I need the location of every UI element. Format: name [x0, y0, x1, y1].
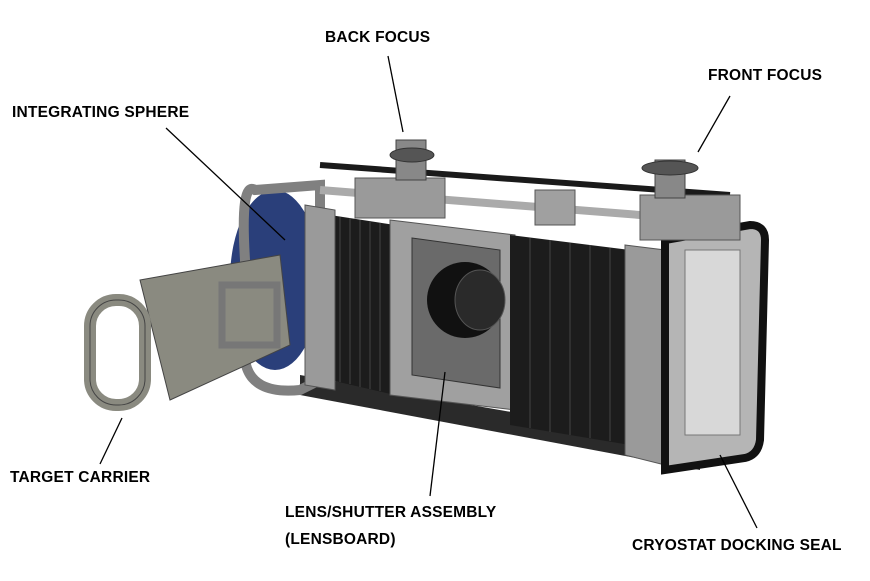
rear-frame — [304, 204, 336, 391]
base-rail — [300, 375, 700, 470]
label-target-carrier: TARGET CARRIER — [10, 469, 151, 486]
leader-front-focus — [697, 95, 731, 153]
label-lensboard: (LENSBOARD) — [285, 531, 396, 548]
front-frame — [624, 244, 666, 466]
label-lens-shutter: LENS/SHUTTER ASSEMBLY — [285, 504, 497, 521]
label-back-focus: BACK FOCUS — [325, 29, 431, 46]
mid-carriage — [534, 189, 576, 226]
label-cryostat-seal: CRYOSTAT DOCKING SEAL — [632, 537, 842, 554]
label-front-focus: FRONT FOCUS — [708, 67, 823, 84]
leader-back-focus — [387, 55, 404, 133]
leader-integrating-sphere — [165, 127, 286, 241]
leader-lens-shutter — [429, 371, 446, 497]
label-integrating-sphere: INTEGRATING SPHERE — [12, 104, 190, 121]
rear-bellows — [330, 215, 395, 395]
rear-carriage — [354, 177, 446, 219]
back-focus-knob — [389, 139, 435, 181]
leader-target-carrier — [99, 417, 123, 465]
lens-front — [454, 269, 506, 331]
front-focus-knob — [641, 159, 699, 199]
carrier-handle — [84, 294, 151, 411]
leader-cryostat-seal — [719, 454, 758, 529]
seal-window — [684, 249, 741, 436]
front-carriage — [639, 194, 741, 241]
target-carrier — [84, 254, 291, 411]
